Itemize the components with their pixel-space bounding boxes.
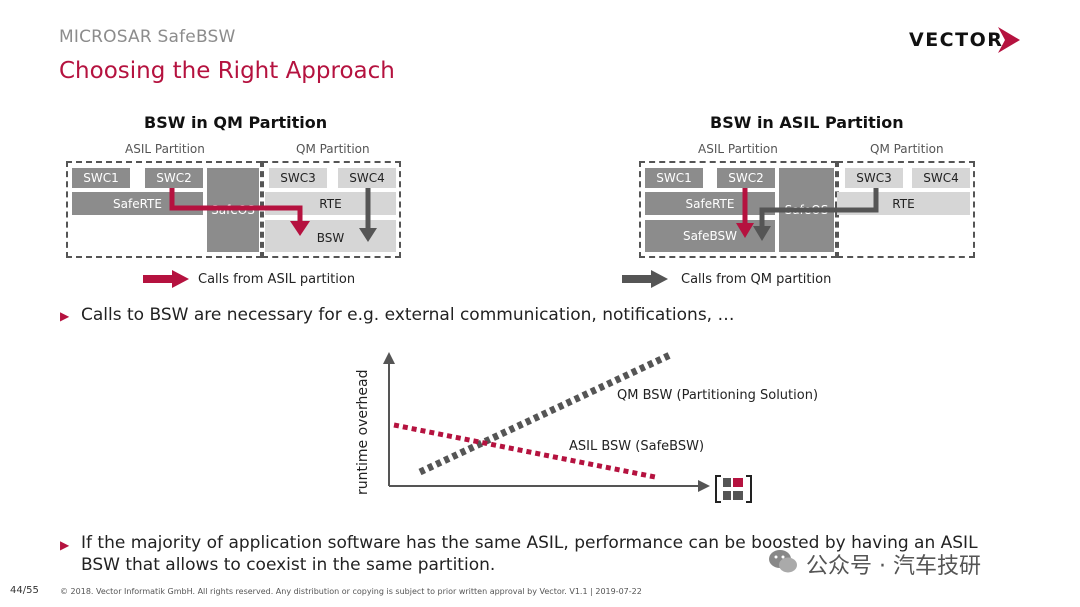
right-asil-partition-label: ASIL Partition [698, 142, 778, 156]
page-number: 44/55 [10, 585, 39, 596]
left-swc1-box: SWC1 [72, 168, 130, 188]
qm-bsw-series-label: QM BSW (Partitioning Solution) [617, 388, 819, 403]
right-diagram-heading: BSW in ASIL Partition [710, 113, 904, 132]
vector-logo: VECTOR [909, 29, 1004, 51]
slide-title: Choosing the Right Approach [59, 58, 395, 84]
right-qm-partition-label: QM Partition [870, 142, 944, 156]
right-swc3-box: SWC3 [845, 168, 903, 188]
left-qm-partition-label: QM Partition [296, 142, 370, 156]
right-swc4-box: SWC4 [912, 168, 970, 188]
bullet-arrow-icon: ▶ [60, 309, 70, 323]
partition-count-icon [715, 475, 752, 503]
asil-bsw-series-label: ASIL BSW (SafeBSW) [569, 439, 705, 454]
chart-y-axis-label: runtime overhead [355, 369, 371, 495]
right-swc1-box: SWC1 [645, 168, 703, 188]
left-swc2-box: SWC2 [145, 168, 203, 188]
left-swc3-box: SWC3 [269, 168, 327, 188]
left-legend-text: Calls from ASIL partition [198, 272, 356, 287]
left-diagram-heading: BSW in QM Partition [144, 113, 328, 132]
right-legend-text: Calls from QM partition [681, 272, 832, 287]
left-swc4-box: SWC4 [338, 168, 396, 188]
bullet-arrow-icon: ▶ [60, 538, 70, 552]
right-swc2-box: SWC2 [717, 168, 775, 188]
bullet-1-text: Calls to BSW are necessary for e.g. exte… [81, 305, 735, 325]
copyright-footer: © 2018. Vector Informatik GmbH. All righ… [60, 587, 642, 596]
watermark-text: 公众号 · 汽车技研 [806, 554, 981, 579]
right-safebsw-box: SafeBSW [645, 220, 775, 252]
bullet-2-text: If the majority of application software … [81, 533, 978, 575]
left-bsw-box: BSW [265, 220, 396, 252]
vector-logo-arrow-icon [998, 27, 1020, 53]
wechat-icon [769, 550, 797, 573]
presentation-subtitle: MICROSAR SafeBSW [59, 27, 236, 47]
left-asil-partition-label: ASIL Partition [125, 142, 205, 156]
